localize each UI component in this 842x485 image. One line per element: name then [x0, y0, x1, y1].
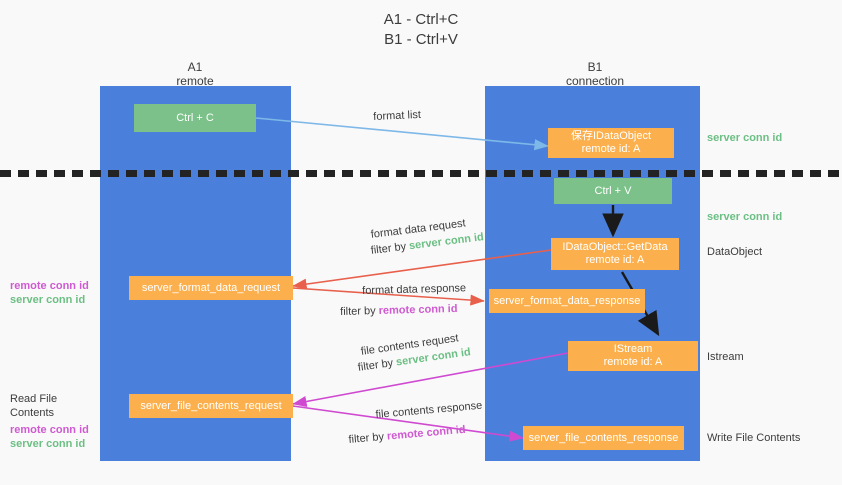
column-b1-role: connection: [565, 74, 625, 88]
filter-prefix-3: filter by: [357, 356, 397, 374]
column-a1-name: A1: [187, 60, 203, 74]
filter-prefix-1: filter by: [370, 240, 410, 257]
node-ctrl-c-label: Ctrl + C: [176, 111, 214, 124]
filter-prefix-2: filter by: [340, 304, 379, 318]
page-title: A1 - Ctrl+C B1 - Ctrl+V: [0, 10, 842, 50]
column-b1-name: B1: [587, 60, 603, 74]
node-idataobject-getdata-line1: IDataObject::GetData: [562, 241, 668, 253]
node-ctrl-v-label: Ctrl + V: [594, 184, 632, 197]
column-header-a1: A1 remote: [120, 60, 270, 88]
note-read-file-contents: Read File Contents: [10, 393, 58, 419]
node-idataobject-getdata[interactable]: IDataObject::GetData remote id: A: [551, 238, 679, 270]
column-header-b1: B1 connection: [520, 60, 670, 88]
column-a1-role: remote: [176, 74, 214, 88]
edge-label-format-data-response-line1: format data response: [362, 282, 467, 297]
note-server-conn-id-left-1: server conn id: [10, 294, 86, 306]
node-server-format-data-response-label: server_format_data_response: [493, 294, 641, 307]
node-server-file-contents-response[interactable]: server_file_contents_response: [523, 426, 684, 450]
node-idataobject-getdata-line2: remote id: A: [585, 254, 645, 266]
edge-label-file-contents-response-filter: filter by remote conn id: [348, 423, 466, 448]
node-ctrl-c[interactable]: Ctrl + C: [134, 104, 256, 132]
node-server-format-data-request[interactable]: server_format_data_request: [129, 276, 293, 300]
note-server-conn-id-left-2: server conn id: [10, 438, 86, 450]
note-remote-conn-id-2: remote conn id: [10, 424, 89, 436]
edge-label-format-data-response-filter: filter by remote conn id: [340, 302, 458, 320]
note-write-file-contents: Write File Contents: [707, 432, 801, 444]
phase-separator: [0, 170, 842, 177]
filter-key-remote-conn-id-2: remote conn id: [386, 423, 467, 443]
node-server-file-contents-request[interactable]: server_file_contents_request: [129, 394, 293, 418]
note-group-format: remote conn id server conn id: [10, 279, 98, 307]
note-group-file: Read File Contents remote conn id server…: [10, 392, 102, 451]
edge-label-format-list: format list: [373, 108, 422, 123]
node-server-file-contents-request-label: server_file_contents_request: [140, 399, 282, 412]
node-istream-line1: IStream: [613, 343, 653, 355]
node-istream-line2: remote id: A: [603, 356, 663, 368]
filter-prefix-4: filter by: [348, 430, 388, 446]
node-istream[interactable]: IStream remote id: A: [568, 341, 698, 371]
filter-key-remote-conn-id-1: remote conn id: [378, 302, 458, 317]
node-save-idataobject[interactable]: 保存IDataObject remote id: A: [548, 128, 674, 158]
title-line-1: A1 - Ctrl+C: [383, 11, 459, 28]
node-save-idataobject-line2: remote id: A: [581, 143, 641, 155]
note-istream: Istream: [707, 351, 744, 363]
edge-label-file-contents-response-line1: file contents response: [375, 399, 483, 421]
note-server-conn-id-mid: server conn id: [707, 211, 783, 223]
node-server-format-data-request-label: server_format_data_request: [141, 281, 281, 294]
note-server-conn-id-top: server conn id: [707, 132, 783, 144]
node-server-format-data-response[interactable]: server_format_data_response: [489, 289, 645, 313]
node-ctrl-v[interactable]: Ctrl + V: [554, 178, 672, 204]
note-dataobject: DataObject: [707, 246, 763, 258]
title-line-2: B1 - Ctrl+V: [384, 31, 458, 48]
node-save-idataobject-line1: 保存IDataObject: [570, 130, 652, 142]
note-remote-conn-id-1: remote conn id: [10, 280, 89, 292]
node-server-file-contents-response-label: server_file_contents_response: [528, 431, 679, 444]
